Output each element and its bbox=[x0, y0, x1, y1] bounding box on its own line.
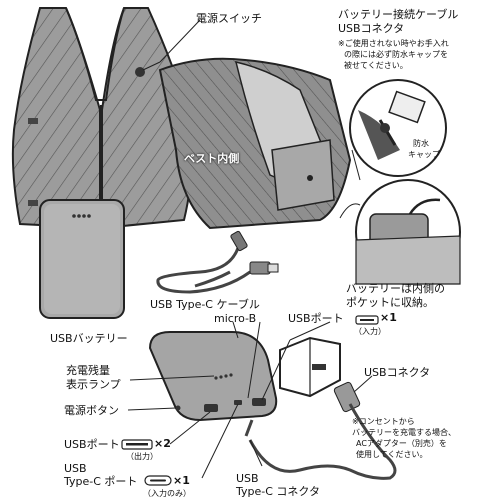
cable-note-line1: ※ご使用されない時やお手入れ bbox=[338, 39, 449, 48]
usb-port-input-note: （入力） bbox=[354, 327, 386, 336]
usb-typec-port-count: ×1 bbox=[173, 474, 190, 487]
usb-typec-cable-image bbox=[156, 230, 279, 294]
usb-port-glyph-left bbox=[121, 439, 153, 450]
battery-pocket-line2: ポケットに収納。 bbox=[346, 296, 434, 309]
cable-note-line2: の際には必ず防水キャップを bbox=[344, 50, 448, 59]
waterproof-cap-line1: 防水 bbox=[413, 139, 429, 148]
ac-note-line1: ※コンセントから bbox=[352, 417, 415, 426]
power-button-icon bbox=[175, 405, 181, 411]
usb-typec-connector-line1: USB bbox=[236, 472, 259, 485]
cable-callout bbox=[349, 79, 447, 181]
usb-port-out-icon bbox=[204, 404, 218, 412]
usb-port-input-label: USBポート bbox=[288, 312, 344, 325]
battery-cable-label-line1: バッテリー接続ケーブル bbox=[338, 8, 459, 21]
charge-lamp-line1: 充電残量 bbox=[66, 364, 110, 377]
battery-cable-label-line2: USBコネクタ bbox=[338, 22, 405, 35]
battery-pocket-line1: バッテリーは内側の bbox=[346, 282, 445, 295]
usb-battery-label: USBバッテリー bbox=[50, 332, 128, 345]
ac-note-line4: 使用してください。 bbox=[356, 450, 428, 459]
ac-adapter-image bbox=[279, 336, 341, 398]
usb-typec-port-line2: Type-C ポート bbox=[64, 475, 138, 488]
usb-typec-port-note: （入力のみ） bbox=[143, 489, 191, 498]
ac-note-line3: ACアダプター（別売）を bbox=[356, 439, 447, 448]
usb-port-out-note: （出力） bbox=[126, 452, 158, 461]
leader-lines bbox=[127, 19, 373, 479]
usb-typec-cable-label: USB Type-C ケーブル bbox=[150, 298, 260, 311]
power-switch-icon bbox=[135, 67, 145, 77]
micro-b-label: micro-B bbox=[214, 312, 257, 325]
usb-connector-cable-image bbox=[244, 381, 397, 480]
usb-typec-connector-line2: Type-C コネクタ bbox=[236, 485, 320, 498]
vest-inside bbox=[158, 57, 352, 230]
cable-note-line3: 被せてください。 bbox=[344, 61, 408, 70]
usb-connector-label: USBコネクタ bbox=[364, 366, 431, 379]
usb-typec-port-line1: USB bbox=[64, 462, 87, 475]
pocket-callout bbox=[339, 179, 461, 285]
charge-lamp-line2: 表示ランプ bbox=[66, 378, 121, 391]
usb-battery-image bbox=[39, 199, 125, 319]
waterproof-cap-line2: キャップ bbox=[408, 150, 440, 159]
usb-port-glyph-top bbox=[355, 315, 379, 325]
vest-front bbox=[11, 7, 193, 230]
power-button-label: 電源ボタン bbox=[64, 404, 119, 417]
ac-note-line2: バッテリーを充電する場合、 bbox=[352, 428, 456, 437]
usb-port-out-count: ×2 bbox=[154, 437, 171, 450]
power-switch-label: 電源スイッチ bbox=[196, 12, 262, 25]
vest-inside-label: ベスト内側 bbox=[184, 152, 240, 165]
inside-pocket bbox=[271, 139, 335, 211]
usb-port-out-label: USBポート bbox=[64, 438, 120, 451]
usb-typec-glyph bbox=[144, 475, 172, 486]
usb-port-input-count: ×1 bbox=[380, 311, 397, 324]
